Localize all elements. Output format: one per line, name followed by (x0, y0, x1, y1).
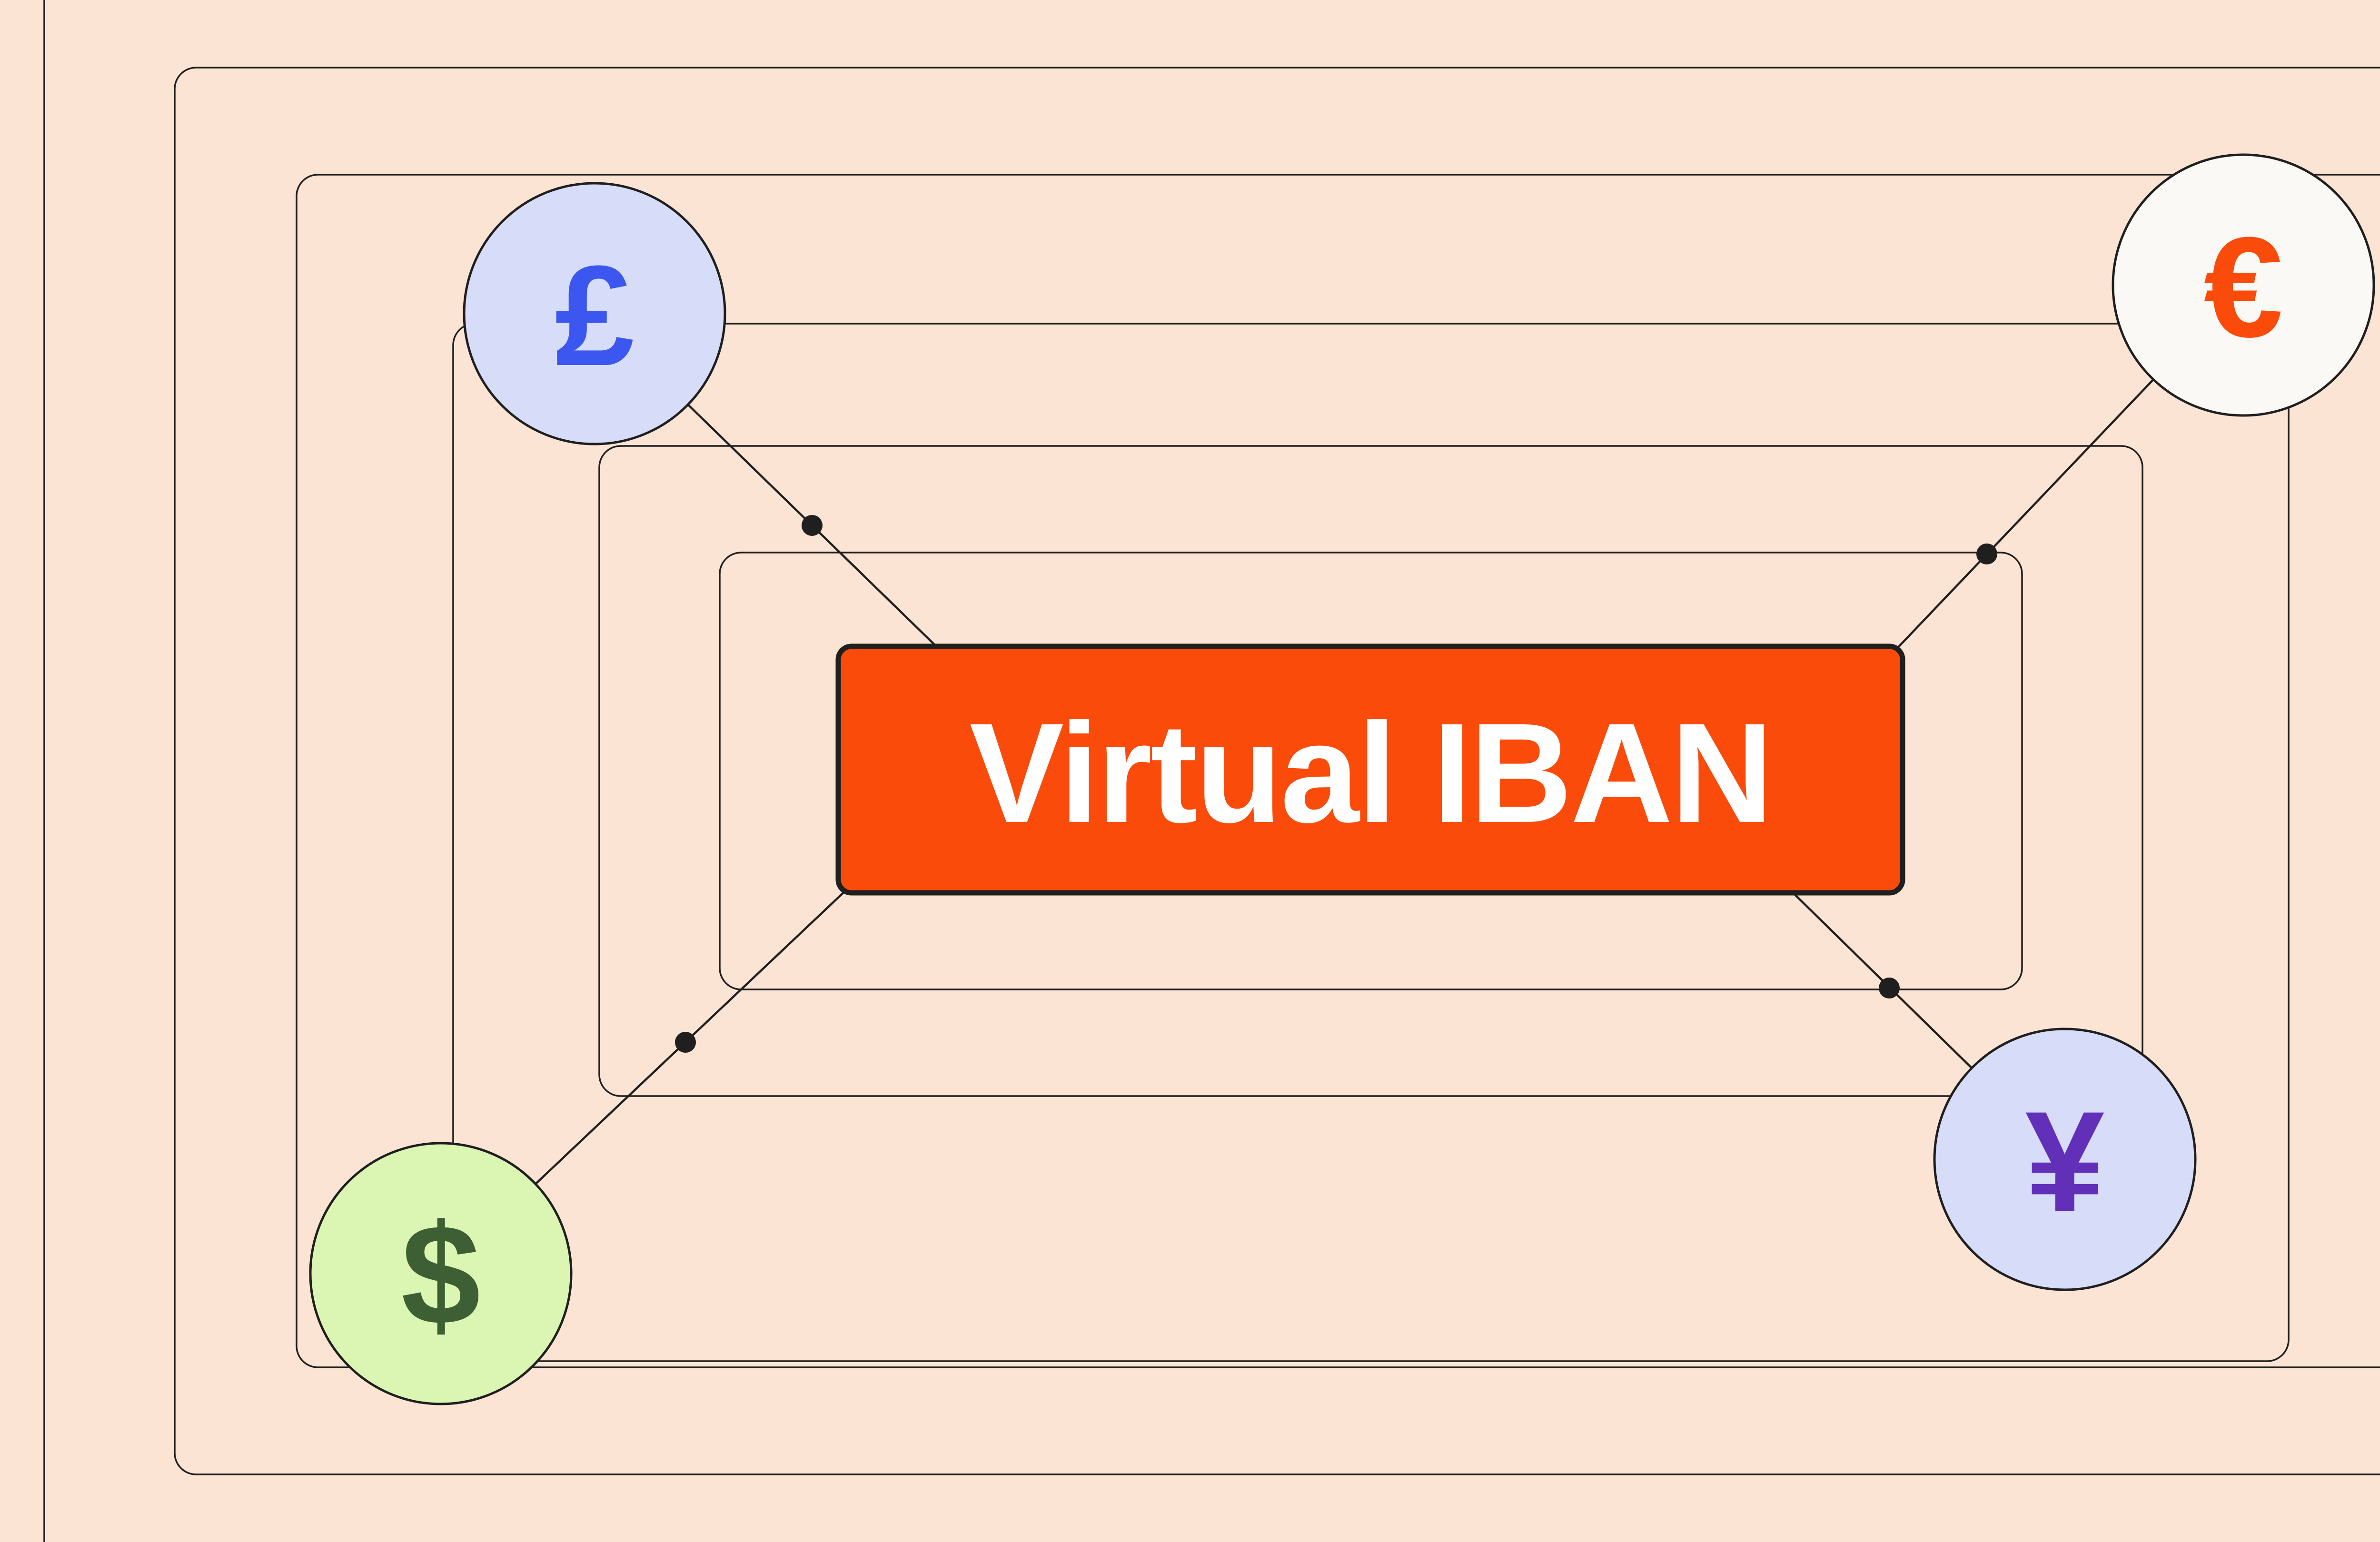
concentric-frame-1 (43, 0, 45, 1542)
euro-currency-icon: € (2204, 207, 2283, 367)
dollar-currency-icon: $ (401, 1195, 481, 1354)
pound-currency-icon: £ (555, 236, 635, 395)
jpy-currency-circle (1933, 1028, 2197, 1291)
concentric-frame-6 (719, 552, 2023, 990)
virtual-iban-button (835, 643, 1905, 896)
yen-currency-icon: ¥ (2025, 1081, 2106, 1241)
connector-dot-eur (1976, 544, 1997, 564)
gbp-currency-circle (463, 182, 726, 445)
connector-dot-gbp (802, 515, 823, 536)
usd-currency-circle (309, 1142, 573, 1405)
virtual-iban-label: Virtual IBAN (969, 694, 1771, 852)
connector-dot-usd (675, 1032, 696, 1053)
eur-currency-circle (2112, 153, 2375, 417)
connector-dot-jpy (1879, 978, 1900, 998)
concentric-frame-5 (598, 445, 2143, 1097)
concentric-frame-3 (296, 174, 2380, 1368)
concentric-frame-2 (174, 67, 2380, 1475)
concentric-frame-4 (452, 323, 2290, 1362)
